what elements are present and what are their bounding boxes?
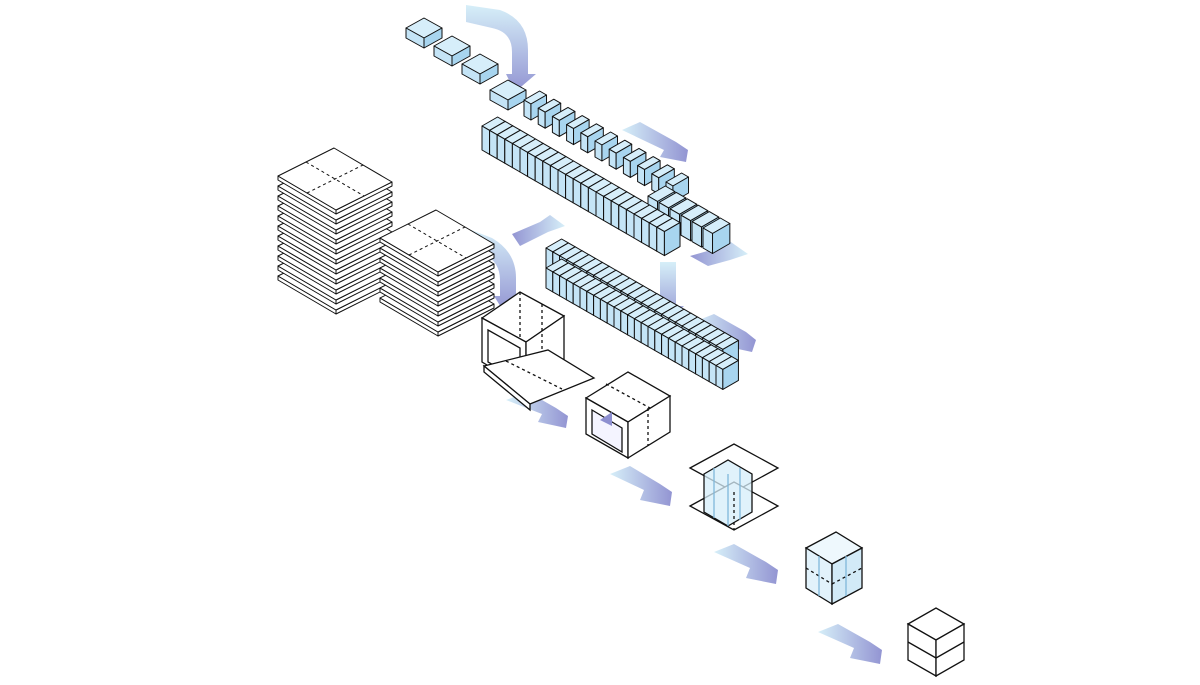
cube-left-face xyxy=(656,226,665,257)
cube-left-face xyxy=(523,99,532,121)
cube-left-face xyxy=(620,310,629,336)
cube-left-face xyxy=(552,271,561,297)
cube-left-face xyxy=(637,165,646,187)
pallet-division-line xyxy=(305,161,365,197)
cube-left-face xyxy=(647,326,656,351)
cube-left-face xyxy=(580,132,589,154)
cube-block xyxy=(405,17,443,49)
cube-left-face xyxy=(695,353,703,379)
cube-right-face xyxy=(712,223,731,254)
isometric-flow-arrow-icon xyxy=(622,122,688,162)
cube-left-face xyxy=(549,165,559,195)
isometric-flow-arrow-icon xyxy=(714,544,778,584)
isometric-flow-arrow-icon xyxy=(818,624,882,664)
cube-left-face xyxy=(542,160,551,191)
cube-left-face xyxy=(599,298,608,324)
cube-block xyxy=(489,79,527,111)
cube-left-face xyxy=(608,148,617,170)
cube-left-face xyxy=(654,329,663,355)
cube-left-face xyxy=(519,147,529,177)
isometric-flow-arrow-icon xyxy=(690,240,748,266)
open-frame-box-icon xyxy=(584,371,672,460)
module-unit-icon xyxy=(804,531,864,606)
cube-left-face xyxy=(633,213,643,243)
pallet-division-line xyxy=(306,164,364,194)
cube-left-face xyxy=(565,279,574,305)
cube-left-face xyxy=(572,283,581,309)
open-frame-boxes xyxy=(480,291,672,460)
module-unit-icon xyxy=(906,607,966,678)
pallet-stacks xyxy=(277,147,495,337)
cube-left-face xyxy=(674,341,683,367)
cube-left-face xyxy=(593,294,601,320)
cube-left-face xyxy=(610,200,620,230)
isometric-flow-arrow-icon xyxy=(610,466,672,506)
cube-right-face xyxy=(423,27,443,49)
cube-right-face xyxy=(722,359,739,390)
cube-left-face xyxy=(534,156,544,186)
cube-left-face xyxy=(627,314,635,340)
cube-block xyxy=(433,35,471,67)
cube-left-face xyxy=(511,143,521,173)
cube-block xyxy=(715,356,739,390)
cube-left-face xyxy=(625,209,635,239)
cube-left-face xyxy=(688,349,697,375)
cube-left-face xyxy=(661,333,669,359)
cube-left-face xyxy=(648,222,658,252)
cube-left-face xyxy=(565,173,574,204)
cube-left-face xyxy=(504,138,513,169)
cube-left-face xyxy=(587,187,597,217)
cube-right-face xyxy=(663,222,681,257)
cube-left-face xyxy=(579,287,588,312)
cube-block xyxy=(702,217,731,254)
cube-left-face xyxy=(681,345,690,371)
cube-left-face xyxy=(489,129,498,160)
cube-block xyxy=(566,115,590,146)
cube-left-face xyxy=(545,267,554,293)
cube-left-face xyxy=(613,306,622,332)
open-frame-box-icon xyxy=(480,291,596,412)
cube-right-face xyxy=(451,45,471,67)
cube-left-face xyxy=(580,182,589,213)
cube-left-face xyxy=(633,318,642,344)
cube-left-face xyxy=(622,156,631,178)
cube-left-face xyxy=(603,195,612,226)
pallet-division-line xyxy=(408,226,466,256)
cube-left-face xyxy=(557,169,567,199)
cube-left-face xyxy=(496,134,506,164)
isometric-flow-arrow-icon xyxy=(512,215,565,246)
module-unit-icon xyxy=(688,443,780,531)
cube-left-face xyxy=(701,357,710,383)
pallet-stack-icon xyxy=(277,147,393,315)
cube-left-face xyxy=(595,191,605,221)
cube-left-face xyxy=(537,107,546,129)
cube-left-face xyxy=(618,204,627,235)
cube-left-face xyxy=(715,365,724,390)
cube-left-face xyxy=(606,302,615,328)
cube-left-face xyxy=(572,178,582,208)
cube-left-face xyxy=(641,217,650,248)
cube-block xyxy=(537,98,562,129)
cube-left-face xyxy=(559,275,567,301)
cube-block xyxy=(461,53,499,85)
cube-left-face xyxy=(566,124,575,146)
cube-left-face xyxy=(667,337,676,363)
cube-left-face xyxy=(527,151,536,182)
cube-right-face xyxy=(479,63,499,85)
pallet-stack-icon xyxy=(379,209,495,337)
cube-block xyxy=(656,217,681,257)
cube-rows xyxy=(405,17,739,390)
cube-left-face xyxy=(594,140,603,162)
cube-left-face xyxy=(640,322,649,348)
pallet-division-line xyxy=(407,223,467,259)
cube-left-face xyxy=(481,125,491,155)
isometric-flow-arrow-icon xyxy=(466,5,536,92)
cube-left-face xyxy=(586,290,595,316)
cube-left-face xyxy=(708,361,717,387)
cube-left-face xyxy=(551,115,560,137)
